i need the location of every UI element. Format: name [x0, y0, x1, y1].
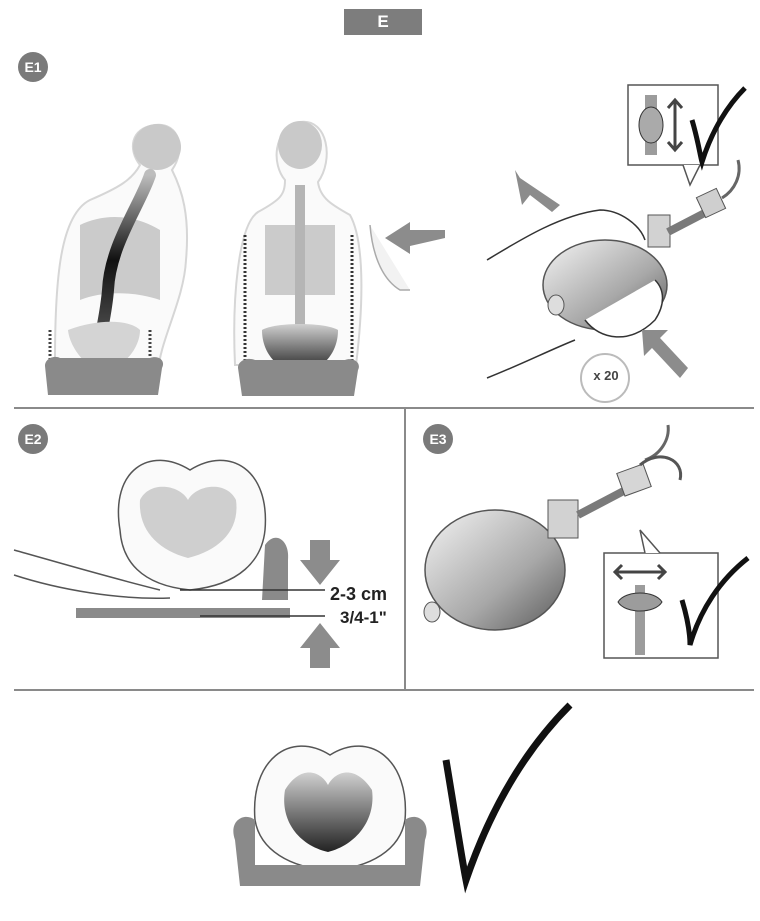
pump-squeeze-illustration	[486, 84, 747, 403]
pelvis-correct-result	[233, 702, 573, 894]
divider-horizontal-bottom	[14, 689, 754, 691]
measure-imperial: 3/4-1"	[340, 608, 387, 627]
pump-valve-close-illustration	[423, 424, 750, 659]
step-badge-e3: E3	[423, 424, 453, 454]
pump-count-label: x 20	[593, 368, 619, 383]
step-badge-e2: E2	[18, 424, 48, 454]
divider-vertical	[404, 407, 406, 690]
checkmark-icon	[679, 556, 750, 646]
arrow-up-icon	[300, 623, 340, 668]
arrow-left-icon	[385, 222, 445, 254]
arrow-down-icon	[300, 540, 340, 585]
measure-metric: 2-3 cm	[330, 584, 388, 604]
double-arrow-icon	[612, 563, 668, 581]
divider-horizontal-top	[14, 407, 754, 409]
pump-count-badge	[580, 353, 630, 403]
double-arrow-icon	[666, 97, 684, 153]
rotate-arrow-icon	[639, 455, 683, 481]
valve-icon	[617, 592, 663, 612]
arrow-down-icon	[515, 170, 560, 212]
checkmark-icon	[689, 86, 747, 171]
checkmark-icon	[442, 702, 573, 894]
figure-upright-posture	[233, 120, 445, 396]
section-tag: E	[344, 9, 422, 35]
arrow-up-icon	[642, 330, 688, 378]
step-badge-e1: E1	[18, 52, 48, 82]
pelvis-on-cushion-measure	[13, 459, 340, 668]
figure-tilted-posture	[45, 123, 189, 395]
